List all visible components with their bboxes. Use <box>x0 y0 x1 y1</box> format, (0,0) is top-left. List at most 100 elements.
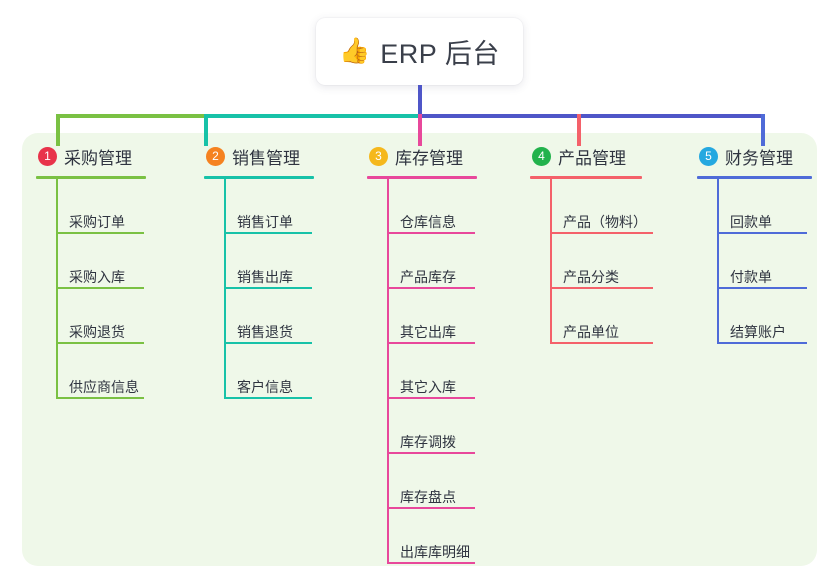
leaf-list-5: 回款单付款单结算账户 <box>697 179 837 344</box>
leaf-spine-1 <box>56 179 58 399</box>
root-node-title: ERP 后台 <box>380 39 500 69</box>
branch-header-5[interactable]: 5 财务管理 <box>697 143 837 169</box>
branch-rule-5 <box>697 176 812 179</box>
leaf-item-rule <box>224 342 312 344</box>
leaf-item-rule <box>717 232 807 234</box>
leaf-item-label: 付款单 <box>730 269 772 285</box>
branch-badge-3: 3 <box>369 146 388 166</box>
branch-column-1: 1 采购管理 采购订单采购入库采购退货供应商信息 <box>36 143 186 399</box>
leaf-item[interactable]: 付款单 <box>717 234 837 289</box>
leaf-spine-2 <box>224 179 226 399</box>
branch-header-4[interactable]: 4 产品管理 <box>530 143 695 169</box>
branch-badge-1: 1 <box>38 146 57 166</box>
branch-header-3[interactable]: 3 库存管理 <box>367 143 517 169</box>
root-node-erp-backend[interactable]: 👍 ERP 后台 <box>316 18 523 85</box>
leaf-item[interactable]: 采购入库 <box>56 234 186 289</box>
leaf-item[interactable]: 产品（物料） <box>550 179 695 234</box>
branch-column-4: 4 产品管理 产品（物料） 产品分类产品单位 <box>530 143 695 344</box>
branch-badge-4: 4 <box>532 146 551 166</box>
leaf-item-label: 其它入库 <box>400 379 456 395</box>
leaf-list-1: 采购订单采购入库采购退货供应商信息 <box>36 179 186 399</box>
leaf-item[interactable]: 采购退货 <box>56 289 186 344</box>
leaf-item-rule <box>550 232 653 234</box>
leaf-item[interactable]: 供应商信息 <box>56 344 186 399</box>
leaf-item-label: 结算账户 <box>730 324 786 340</box>
leaf-item-label: 库存盘点 <box>400 489 456 505</box>
leaf-item-label: 客户信息 <box>237 379 293 395</box>
leaf-item[interactable]: 产品分类 <box>550 234 695 289</box>
branch-column-5: 5 财务管理 回款单付款单结算账户 <box>697 143 837 344</box>
leaf-item-label: 采购订单 <box>69 214 125 230</box>
thumbs-up-icon: 👍 <box>339 37 371 65</box>
leaf-item-rule <box>387 452 475 454</box>
branch-rule-4 <box>530 176 642 179</box>
leaf-item[interactable]: 客户信息 <box>224 344 354 399</box>
leaf-item-rule <box>224 287 312 289</box>
branch-header-2[interactable]: 2 销售管理 <box>204 143 354 169</box>
leaf-spine-5 <box>717 179 719 344</box>
leaf-item[interactable]: 出库库明细 <box>387 509 517 564</box>
leaf-spine-3 <box>387 179 389 564</box>
branch-column-3: 3 库存管理 仓库信息产品库存其它出库其它入库库存调拨库存盘点出库库明细 <box>367 143 517 564</box>
leaf-item[interactable]: 销售出库 <box>224 234 354 289</box>
branch-column-2: 2 销售管理 销售订单销售出库销售退货客户信息 <box>204 143 354 399</box>
leaf-list-3: 仓库信息产品库存其它出库其它入库库存调拨库存盘点出库库明细 <box>367 179 517 564</box>
branch-title-2: 销售管理 <box>232 148 300 168</box>
leaf-item-rule <box>717 287 807 289</box>
branch-rule-1 <box>36 176 146 179</box>
leaf-item[interactable]: 结算账户 <box>717 289 837 344</box>
leaf-item-rule <box>56 397 144 399</box>
leaf-item-rule <box>387 232 475 234</box>
leaf-item-label: 库存调拨 <box>400 434 456 450</box>
branch-title-3: 库存管理 <box>395 148 463 168</box>
leaf-item-rule <box>387 507 475 509</box>
leaf-item-rule <box>387 397 475 399</box>
leaf-item-label: 销售订单 <box>237 214 293 230</box>
branch-title-4: 产品管理 <box>558 148 626 168</box>
connector-bus-teal <box>204 114 418 118</box>
leaf-item[interactable]: 回款单 <box>717 179 837 234</box>
leaf-item-rule <box>387 342 475 344</box>
leaf-spine-4 <box>550 179 552 344</box>
leaf-item-label: 回款单 <box>730 214 772 230</box>
leaf-item[interactable]: 其它入库 <box>387 344 517 399</box>
leaf-list-4: 产品（物料） 产品分类产品单位 <box>530 179 695 344</box>
leaf-item-label: 产品单位 <box>563 324 619 340</box>
connector-drop-4 <box>577 114 581 146</box>
leaf-item-label: 销售出库 <box>237 269 293 285</box>
leaf-item[interactable]: 产品库存 <box>387 234 517 289</box>
leaf-item[interactable]: 库存调拨 <box>387 399 517 454</box>
connector-drop-3 <box>418 114 422 146</box>
leaf-item-label: 其它出库 <box>400 324 456 340</box>
leaf-item-rule <box>550 342 653 344</box>
connector-drop-1 <box>56 114 60 146</box>
branch-header-1[interactable]: 1 采购管理 <box>36 143 186 169</box>
leaf-item-rule <box>387 562 475 564</box>
leaf-list-2: 销售订单销售出库销售退货客户信息 <box>204 179 354 399</box>
leaf-item-label: 产品（物料） <box>563 214 647 230</box>
leaf-item[interactable]: 产品单位 <box>550 289 695 344</box>
leaf-item-label: 产品分类 <box>563 269 619 285</box>
leaf-item[interactable]: 销售订单 <box>224 179 354 234</box>
leaf-item[interactable]: 销售退货 <box>224 289 354 344</box>
branch-title-5: 财务管理 <box>725 148 793 168</box>
leaf-item-rule <box>224 397 312 399</box>
branch-badge-2: 2 <box>206 146 225 166</box>
connector-drop-2 <box>204 114 208 146</box>
connector-bus-blue <box>418 114 765 118</box>
leaf-item-label: 采购退货 <box>69 324 125 340</box>
leaf-item-rule <box>56 342 144 344</box>
diagram-panel <box>22 133 817 566</box>
leaf-item-label: 采购入库 <box>69 269 125 285</box>
leaf-item[interactable]: 采购订单 <box>56 179 186 234</box>
leaf-item-rule <box>56 287 144 289</box>
branch-rule-2 <box>204 176 314 179</box>
leaf-item-rule <box>224 232 312 234</box>
branch-title-1: 采购管理 <box>64 148 132 168</box>
leaf-item[interactable]: 仓库信息 <box>387 179 517 234</box>
leaf-item[interactable]: 其它出库 <box>387 289 517 344</box>
leaf-item-rule <box>550 287 653 289</box>
leaf-item-label: 出库库明细 <box>400 544 470 560</box>
connector-drop-5 <box>761 114 765 146</box>
leaf-item[interactable]: 库存盘点 <box>387 454 517 509</box>
